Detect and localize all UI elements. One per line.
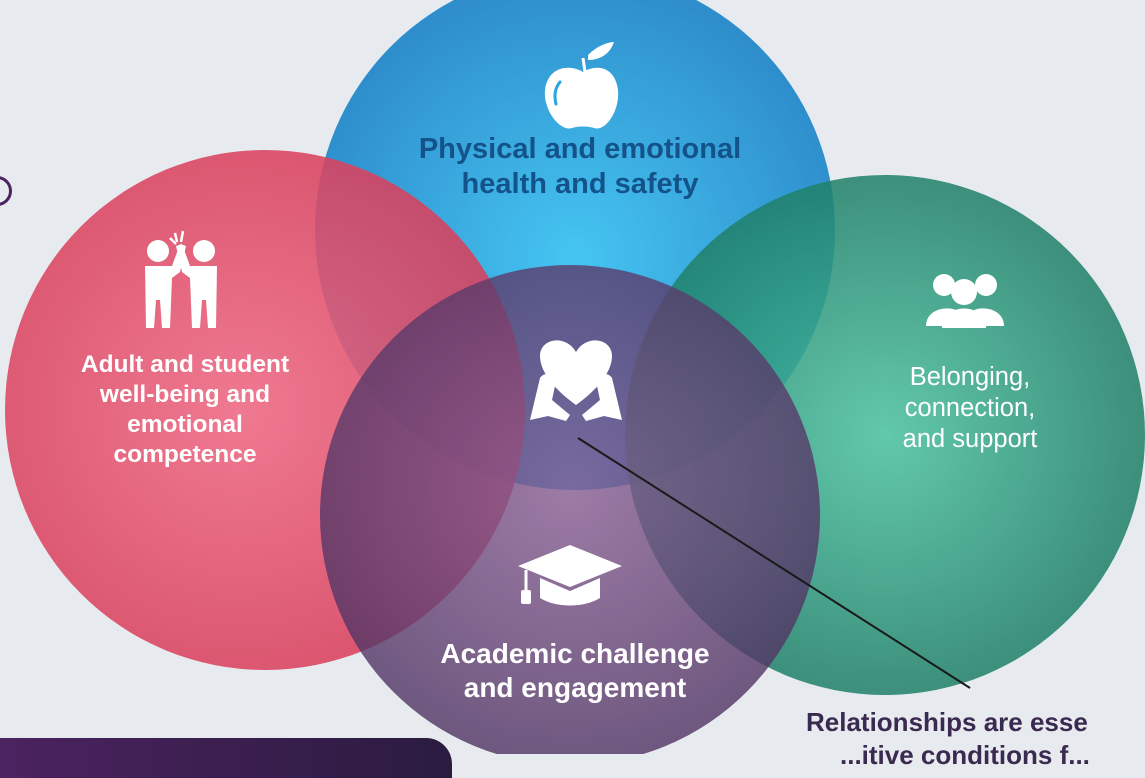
label-academic: Academic challenge and engagement — [440, 638, 710, 704]
label-belonging: Belonging, connection, and support — [902, 363, 1038, 454]
label-well-being: Adult and student well-being and emotion… — [80, 351, 290, 468]
graduation-cap-icon — [518, 545, 622, 606]
hands-heart-icon — [530, 340, 622, 421]
venn-diagram — [5, 0, 1145, 754]
callout-text-continued: ...itive conditions f... — [840, 740, 1090, 770]
high-five-icon — [145, 230, 217, 328]
label-physical-health: Physical and emotional health and safety — [418, 133, 742, 201]
bottom-left-banner — [0, 738, 452, 778]
callout-text: Relationships are esse — [806, 707, 1088, 737]
callout-line — [577, 437, 971, 689]
apple-icon — [544, 42, 619, 129]
circle-bottom — [320, 265, 820, 754]
people-group-icon — [926, 274, 1004, 328]
